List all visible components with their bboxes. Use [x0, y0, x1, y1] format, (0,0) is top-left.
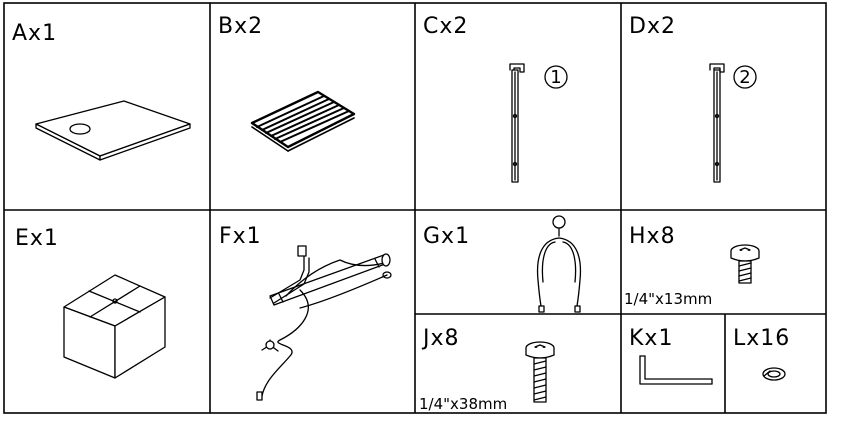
part-g-label: Gx1: [423, 224, 470, 249]
part-l-lock-washer: [762, 367, 786, 381]
part-a-label: Ax1: [12, 21, 57, 46]
part-d-label: Dx2: [629, 14, 676, 39]
part-h-short-screw: [730, 244, 760, 284]
part-j-long-screw: [525, 341, 555, 403]
part-f-label: Fx1: [219, 224, 262, 249]
part-l-label: Lx16: [733, 326, 790, 351]
part-g-harp: [536, 215, 582, 313]
part-b-label: Bx2: [218, 14, 263, 39]
part-h-label: Hx8: [629, 224, 676, 249]
marker-2-circle: [733, 65, 757, 89]
part-c-upright-leg: [509, 63, 525, 183]
part-k-hex-key: [639, 355, 713, 385]
part-a-shelf-panel: [35, 100, 191, 161]
part-d-marker: 2: [739, 67, 750, 88]
parts-grid: [3, 2, 827, 414]
part-k-label: Kx1: [629, 326, 673, 351]
part-h-size: 1/4"x13mm: [624, 290, 712, 308]
part-c-marker: 1: [550, 67, 561, 88]
part-f-cord-assembly: [256, 245, 392, 401]
part-j-label: Jx8: [421, 326, 460, 351]
marker-1-circle: [544, 65, 568, 89]
part-j-size: 1/4"x38mm: [419, 395, 507, 413]
part-d-upright-leg: [709, 63, 725, 183]
part-e-box: [63, 274, 166, 379]
part-b-slat-grill: [250, 90, 356, 152]
part-e-label: Ex1: [15, 226, 59, 251]
part-c-label: Cx2: [423, 14, 468, 39]
